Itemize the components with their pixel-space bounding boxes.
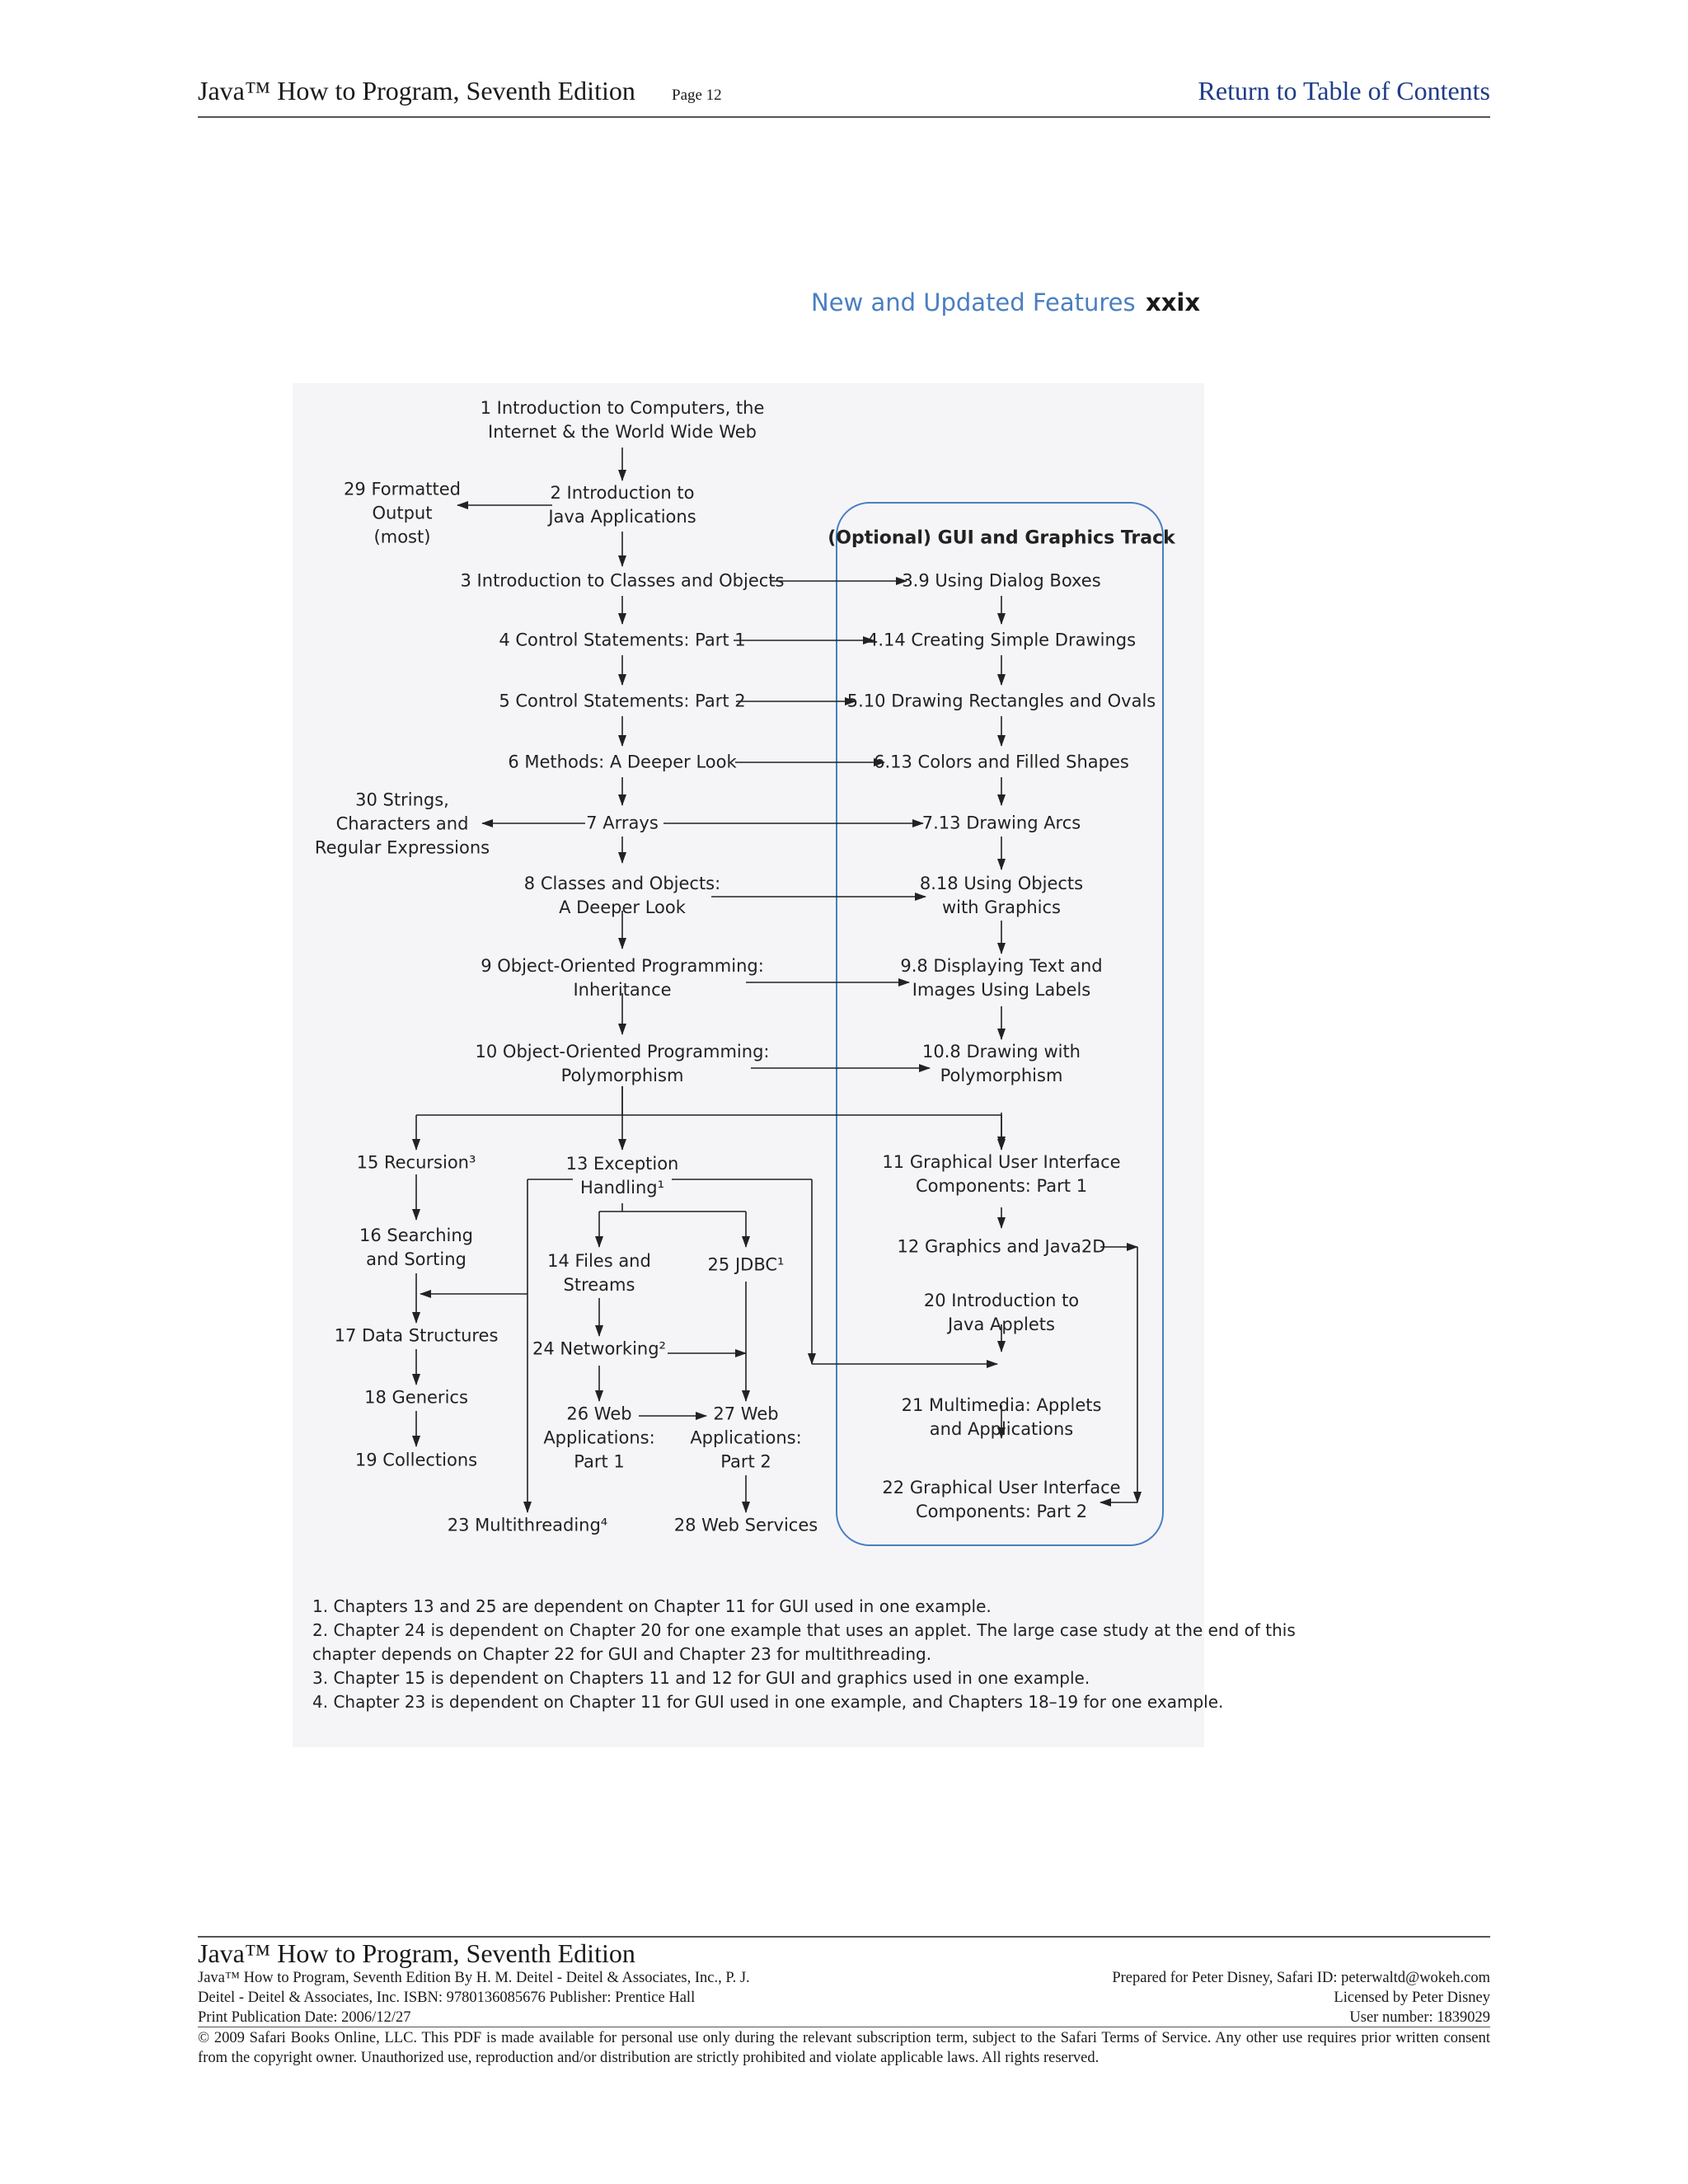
footer-info-line: Java™ How to Program, Seventh Edition By… <box>198 1970 750 1986</box>
footer-divider <box>198 1936 1490 1938</box>
node-sec5-10: 5.10 Drawing Rectangles and Ovals <box>846 691 1156 711</box>
node-ch3: 3 Introduction to Classes and Objects <box>460 570 785 591</box>
node-ch17: 17 Data Structures <box>334 1325 499 1346</box>
node-ch4: 4 Control Statements: Part 1 <box>499 630 746 650</box>
node-sec4-14: 4.14 Creating Simple Drawings <box>866 630 1137 650</box>
node-ch12: 12 Graphics and Java2D <box>897 1236 1106 1257</box>
footer-book-title: Java™ How to Program, Seventh Edition <box>198 1938 635 1968</box>
header-page-label: Page 12 <box>672 87 722 104</box>
header-book-title: Java™ How to Program, Seventh Edition <box>198 76 635 105</box>
footnote-line: 1. Chapters 13 and 25 are dependent on C… <box>312 1596 992 1616</box>
footer-license-line: Licensed by Peter Disney <box>1334 1990 1490 2006</box>
footer-publication-info: Java™ How to Program, Seventh Edition By… <box>198 1968 750 2027</box>
footer-license-info: Prepared for Peter Disney, Safari ID: pe… <box>1112 1968 1490 2027</box>
running-head-title: New and Updated Features <box>811 288 1136 316</box>
node-ch23: 23 Multithreading⁴ <box>447 1515 608 1535</box>
figure-footnotes: 1. Chapters 13 and 25 are dependent on C… <box>312 1595 1296 1714</box>
node-ch10: 10 Object-Oriented Programming:Polymorph… <box>475 1042 770 1085</box>
footnote-line: 3. Chapter 15 is dependent on Chapters 1… <box>312 1668 1090 1688</box>
node-ch24: 24 Networking² <box>532 1338 666 1359</box>
node-ch25: 25 JDBC¹ <box>707 1254 785 1275</box>
header-divider <box>198 116 1490 118</box>
running-head-page-number: xxix <box>1146 288 1201 316</box>
node-ch18: 18 Generics <box>364 1387 468 1408</box>
node-ch7: 7 Arrays <box>586 813 659 833</box>
node-ch19: 19 Collections <box>354 1450 478 1470</box>
node-ch5: 5 Control Statements: Part 2 <box>499 691 746 711</box>
footer-info-line: Deitel - Deitel & Associates, Inc. ISBN:… <box>198 1990 696 2006</box>
footnote-line: 2. Chapter 24 is dependent on Chapter 20… <box>312 1620 1296 1640</box>
footer-copyright: © 2009 Safari Books Online, LLC. This PD… <box>198 2030 1490 2066</box>
footer-info-line: Print Publication Date: 2006/12/27 <box>198 2009 411 2026</box>
gui-track-box <box>836 502 1164 1546</box>
node-sec7-13: 7.13 Drawing Arcs <box>921 813 1081 833</box>
node-ch28: 28 Web Services <box>673 1515 818 1535</box>
return-to-toc-link[interactable]: Return to Table of Contents <box>1198 76 1490 105</box>
dependency-arrows <box>412 448 1164 1546</box>
gui-track-title: (Optional) GUI and Graphics Track <box>828 527 1175 549</box>
footnote-line: 4. Chapter 23 is dependent on Chapter 11… <box>312 1692 1224 1712</box>
node-ch15: 15 Recursion³ <box>356 1152 476 1173</box>
node-sec3-9: 3.9 Using Dialog Boxes <box>902 570 1101 591</box>
footer-license-line: Prepared for Peter Disney, Safari ID: pe… <box>1112 1970 1490 1986</box>
node-ch9: 9 Object-Oriented Programming:Inheritanc… <box>481 956 764 1000</box>
node-ch6: 6 Methods: A Deeper Look <box>508 752 737 772</box>
footnote-line: chapter depends on Chapter 22 for GUI an… <box>312 1644 932 1664</box>
node-sec6-13: 6.13 Colors and Filled Shapes <box>874 752 1129 772</box>
node-ch8: 8 Classes and Objects:A Deeper Look <box>523 874 721 917</box>
footer-license-line: User number: 1839029 <box>1349 2009 1490 2026</box>
